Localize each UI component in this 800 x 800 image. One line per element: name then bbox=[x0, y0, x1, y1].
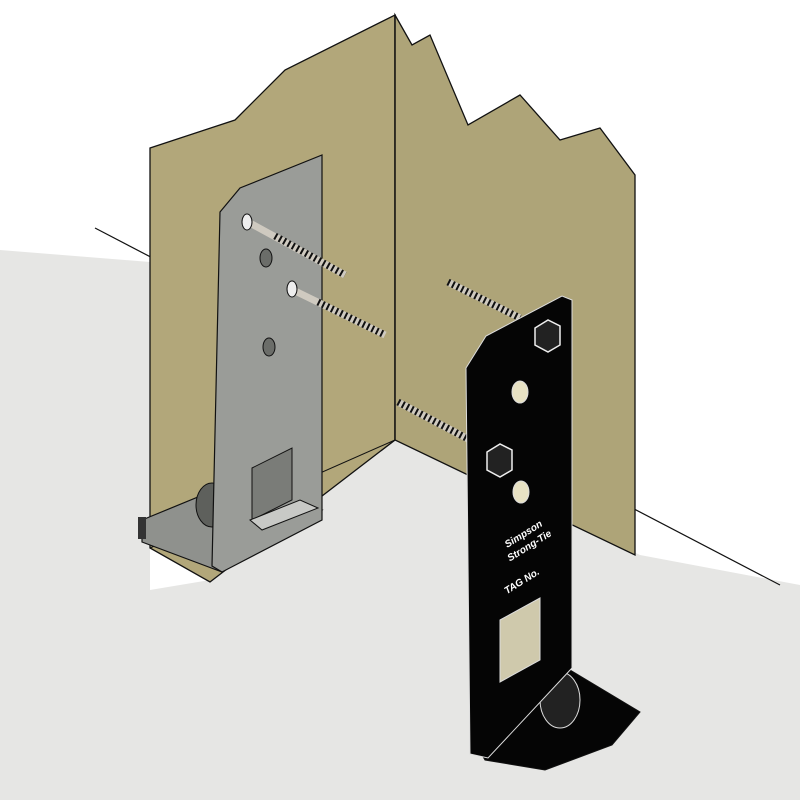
installed-bracket-slot bbox=[251, 447, 293, 521]
installed-bracket-tab bbox=[249, 499, 320, 531]
installed-bracket-plate bbox=[211, 154, 323, 573]
screw bbox=[396, 398, 472, 444]
installed-bracket-hole bbox=[262, 337, 276, 357]
installed-bracket-base-edge bbox=[138, 517, 146, 539]
installed-bracket-hole bbox=[259, 248, 273, 268]
screw bbox=[286, 280, 387, 339]
exploded-bracket-hole bbox=[512, 480, 530, 504]
floor-plane bbox=[0, 250, 800, 800]
hex-nut-icon bbox=[534, 319, 561, 353]
screw bbox=[446, 278, 522, 322]
exploded-bracket-hole bbox=[511, 380, 529, 404]
exploded-bracket-plate bbox=[465, 295, 573, 759]
exploded-bracket-slot bbox=[499, 597, 541, 683]
hex-nut-icon bbox=[486, 443, 513, 478]
screw bbox=[241, 213, 347, 279]
